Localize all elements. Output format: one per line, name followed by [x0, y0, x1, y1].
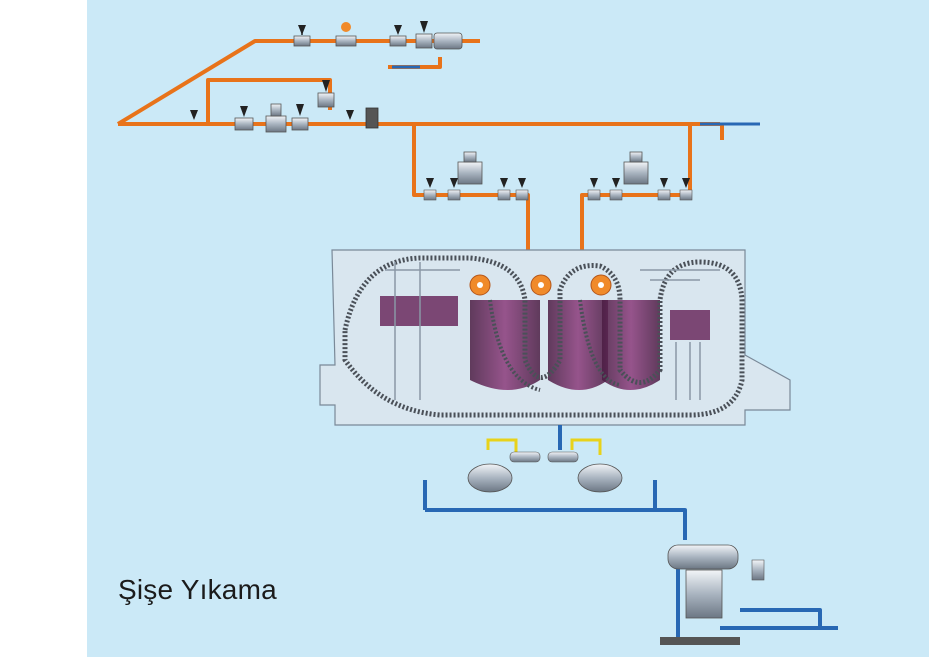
- valve-trains: [423, 151, 693, 201]
- yellow-pipes: [486, 438, 602, 455]
- steam-valves: [190, 21, 463, 133]
- water-pipes: [423, 425, 838, 640]
- steam-pipes: [116, 39, 724, 250]
- water-inlet-top: [392, 65, 760, 126]
- diagram-caption: Şişe Yıkama: [118, 574, 277, 605]
- pumps: [467, 451, 623, 493]
- condensate-tank: [660, 544, 765, 645]
- washer-machine: [319, 249, 791, 426]
